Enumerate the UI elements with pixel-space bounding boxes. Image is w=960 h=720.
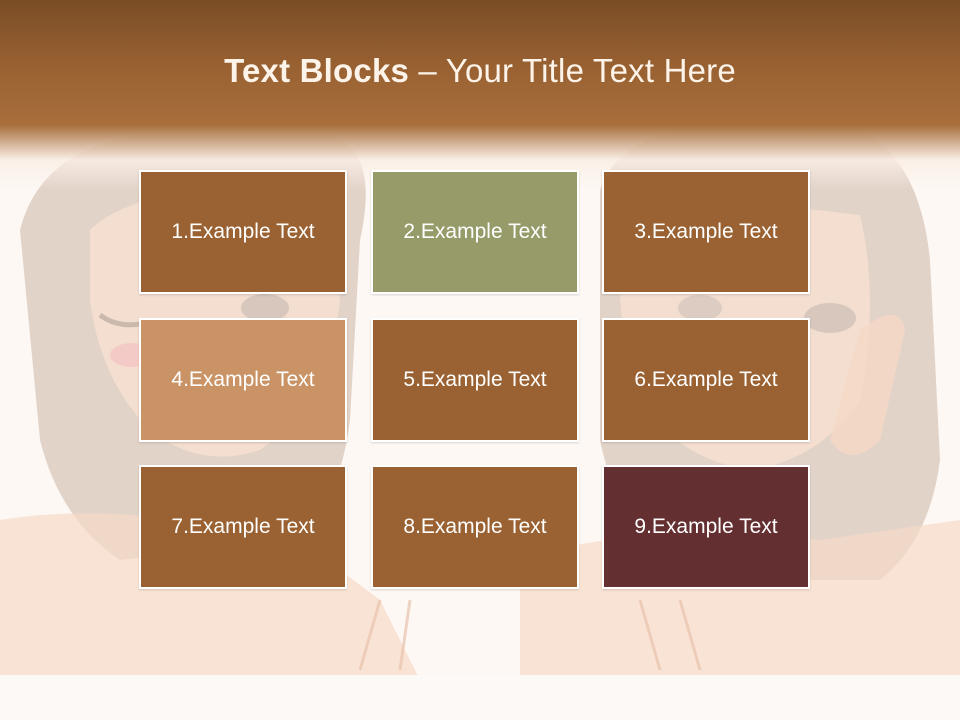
text-block-2[interactable]: 2.Example Text: [371, 170, 579, 294]
text-block-3[interactable]: 3.Example Text: [602, 170, 810, 294]
text-block-8[interactable]: 8.Example Text: [371, 465, 579, 589]
text-block-6[interactable]: 6.Example Text: [602, 318, 810, 442]
text-block-label: 3.Example Text: [634, 220, 778, 243]
text-block-label: 7.Example Text: [171, 515, 315, 538]
text-block-grid: 1.Example Text 2.Example Text 3.Example …: [139, 170, 815, 594]
text-block-7[interactable]: 7.Example Text: [139, 465, 347, 589]
text-block-label: 4.Example Text: [171, 368, 315, 391]
text-block-1[interactable]: 1.Example Text: [139, 170, 347, 294]
text-block-label: 2.Example Text: [403, 220, 547, 243]
text-block-label: 8.Example Text: [403, 515, 547, 538]
text-block-label: 1.Example Text: [171, 220, 315, 243]
title-dash: –: [409, 52, 446, 89]
text-block-5[interactable]: 5.Example Text: [371, 318, 579, 442]
title-bar: [0, 0, 960, 190]
text-block-label: 6.Example Text: [634, 368, 778, 391]
text-block-4[interactable]: 4.Example Text: [139, 318, 347, 442]
text-block-label: 9.Example Text: [634, 515, 778, 538]
footer-band: [0, 675, 960, 720]
slide-title: Text Blocks – Your Title Text Here: [0, 52, 960, 90]
text-block-label: 5.Example Text: [403, 368, 547, 391]
title-bold-part: Text Blocks: [224, 52, 410, 89]
title-rest-part: Your Title Text Here: [445, 52, 736, 89]
text-block-9[interactable]: 9.Example Text: [602, 465, 810, 589]
